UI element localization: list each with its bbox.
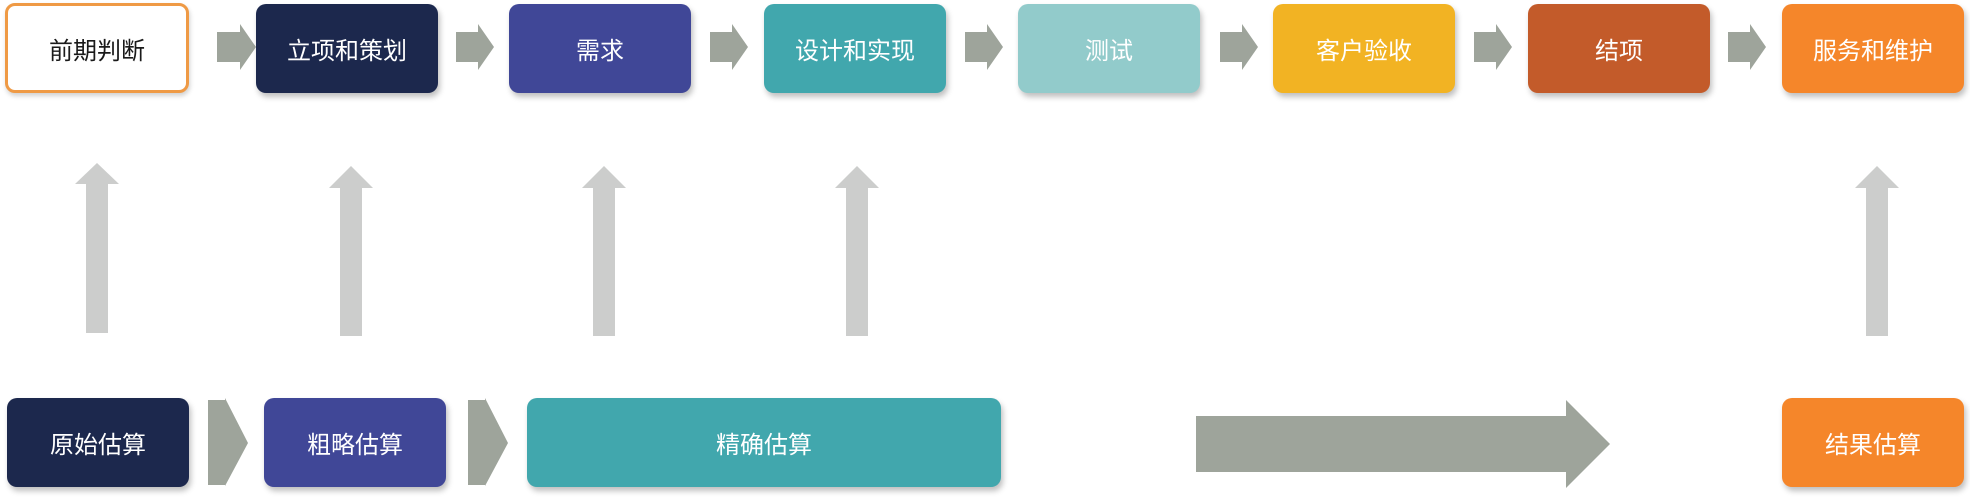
- chevron-arrow: [1474, 24, 1512, 70]
- bottom-row-chevrons: [208, 398, 508, 486]
- chevron-arrow: [217, 24, 256, 70]
- chevron-arrow: [965, 24, 1003, 70]
- phase-box-initiation-and-planning: 立项和策划: [256, 4, 438, 93]
- estimate-box-final: 结果估算: [1782, 398, 1964, 487]
- top-row-chevrons: [217, 24, 1766, 70]
- up-arrow: [835, 166, 879, 336]
- chevron-arrow: [208, 398, 248, 486]
- up-arrow: [329, 166, 373, 336]
- phase-box-requirements: 需求: [509, 4, 691, 93]
- up-arrow: [1855, 166, 1899, 336]
- estimate-box-precise: 精确估算: [527, 398, 1001, 487]
- chevron-arrow: [456, 24, 494, 70]
- estimate-box-rough: 粗略估算: [264, 398, 446, 487]
- up-arrow: [75, 163, 119, 333]
- phase-box-customer-acceptance: 客户验收: [1273, 4, 1455, 93]
- estimate-box-initial: 原始估算: [7, 398, 189, 487]
- chevron-arrow: [1220, 24, 1258, 70]
- chevron-arrow: [710, 24, 748, 70]
- up-arrows: [75, 163, 1899, 336]
- phase-box-service-and-maintenance: 服务和维护: [1782, 4, 1964, 93]
- phase-box-preliminary-judgment: 前期判断: [5, 3, 189, 93]
- phase-box-design-and-implementation: 设计和实现: [764, 4, 946, 93]
- chevron-arrow: [1728, 24, 1766, 70]
- long-progress-arrow: [1196, 400, 1610, 488]
- chevron-arrow: [468, 398, 508, 486]
- up-arrow: [582, 166, 626, 336]
- phase-box-project-closure: 结项: [1528, 4, 1710, 93]
- phase-box-testing: 测试: [1018, 4, 1200, 93]
